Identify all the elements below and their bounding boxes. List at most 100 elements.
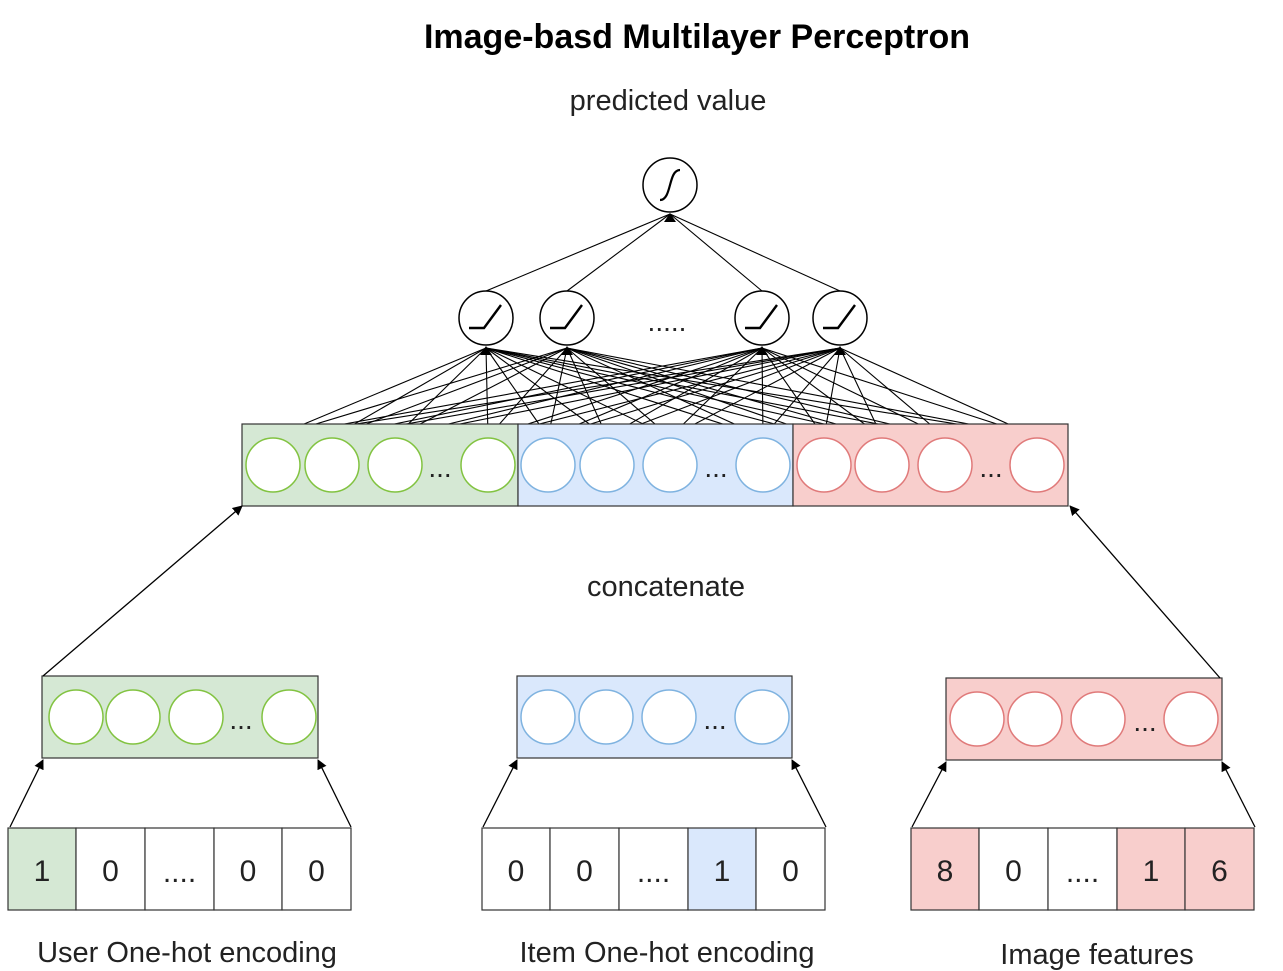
user-encoding-label: User One-hot encoding (37, 937, 337, 969)
user-input-arrow-left (9, 759, 44, 828)
item-input-arrow-right (791, 759, 827, 828)
item-encoding-label: Item One-hot encoding (519, 937, 814, 969)
concat-node-image (796, 437, 852, 493)
embedding-node-user (48, 689, 104, 745)
dense-connection-line (485, 347, 946, 438)
dense-connection-line (566, 347, 825, 438)
hidden-layer (458, 290, 868, 346)
user-input-cell-value: .... (163, 856, 196, 889)
hidden-node-circle (734, 290, 790, 346)
user-input-cell (75, 827, 146, 911)
concat-ellipsis-user: ... (428, 452, 451, 483)
concat-node-user (460, 437, 516, 493)
dense-connection-line (839, 347, 883, 438)
embedding-ellipsis-user: ... (229, 704, 252, 735)
dense-connection-line (566, 347, 608, 438)
concat-node-user (245, 437, 301, 493)
embedding-node-user (261, 689, 317, 745)
embedding-node-image (1070, 691, 1126, 747)
concatenate-label: concatenate (587, 571, 745, 603)
dense-connection-line (331, 347, 487, 438)
embedding-ellipsis-image: ... (1133, 706, 1156, 737)
user-input-cell-value: 0 (308, 855, 325, 888)
hidden-layer-ellipsis: ..... (648, 306, 687, 337)
concat-node-item (579, 437, 635, 493)
dense-connection-line (485, 347, 883, 438)
concat-nodes: ......... (245, 437, 1065, 493)
dense-connection-line (823, 347, 841, 438)
hidden-node-circle (539, 290, 595, 346)
dense-connection-line (485, 347, 1038, 438)
dense-connection-line (485, 347, 489, 438)
output-connections (485, 213, 841, 292)
hidden-node-circle (458, 290, 514, 346)
dense-connection-line (566, 347, 671, 438)
item-input-cell (549, 827, 620, 911)
image-input-cell (1116, 827, 1186, 911)
image-input-cell (1047, 827, 1118, 911)
relu-icon (823, 304, 856, 330)
image-input-cell (1184, 827, 1255, 911)
dense-connection-line (272, 347, 568, 438)
embedding-node-user (105, 689, 161, 745)
hidden-node (458, 290, 514, 346)
relu-icon (745, 304, 778, 330)
hidden-arrowhead (756, 346, 768, 355)
dense-connection-line (839, 347, 1038, 438)
concat-node-item (642, 437, 698, 493)
dense-connection-line (761, 347, 883, 438)
concat-node-image (854, 437, 910, 493)
dense-connection-line (566, 347, 1038, 438)
predicted-value-label: predicted value (570, 85, 767, 117)
item-input-cell-value: 0 (782, 855, 799, 888)
image-features-label: Image features (1000, 939, 1193, 971)
dense-connection-line (566, 347, 764, 438)
concat-node-item (735, 437, 791, 493)
dense-connection-line (761, 347, 946, 438)
user-input-cell (281, 827, 352, 911)
image-input-cell-value: .... (1066, 856, 1099, 889)
embedding-nodes: ......... (48, 689, 1219, 747)
embedding-node-image (949, 691, 1005, 747)
hidden-arrowhead (480, 346, 492, 355)
output-connection-line (669, 213, 763, 292)
image-input-cell-value: 0 (1005, 855, 1022, 888)
item-input-cell-value: 1 (714, 855, 731, 888)
item-input-arrow-left (482, 759, 518, 828)
embedding-node-item (578, 689, 634, 745)
embedding-node-image (1163, 691, 1219, 747)
user-input-cell-value: 1 (34, 855, 51, 888)
dense-connection-line (331, 347, 841, 438)
concat-node-image (1009, 437, 1065, 493)
concat-node-user (367, 437, 423, 493)
embedding-ellipsis-item: ... (703, 704, 726, 735)
image-input-cell (978, 827, 1049, 911)
image-to-concat-arrow (1069, 505, 1221, 679)
embedding-node-item (520, 689, 576, 745)
item-input-cell (481, 827, 551, 911)
dense-connection-line (485, 347, 608, 438)
output-node (642, 157, 698, 213)
item-input-cell-value: 0 (508, 855, 525, 888)
output-connection-line (566, 213, 671, 292)
item-input-cell (755, 827, 826, 911)
image-input-cell-value: 6 (1211, 855, 1228, 888)
image-input-arrow-left (911, 761, 947, 828)
hidden-node (539, 290, 595, 346)
dense-connection-line (485, 347, 549, 438)
dense-connection-line (485, 347, 764, 438)
item-input-cell-value: 0 (576, 855, 593, 888)
concat-ellipsis-image: ... (979, 452, 1002, 483)
embedding-node-item (734, 689, 790, 745)
user-input-cell (144, 827, 215, 911)
dense-connection-line (394, 347, 841, 438)
relu-icon (550, 304, 583, 330)
dense-connection-line (394, 347, 568, 438)
dense-connection-line (839, 347, 946, 438)
image-input-cell-value: 8 (937, 855, 954, 888)
dense-connection-line (394, 347, 487, 438)
relu-icon (469, 304, 502, 330)
